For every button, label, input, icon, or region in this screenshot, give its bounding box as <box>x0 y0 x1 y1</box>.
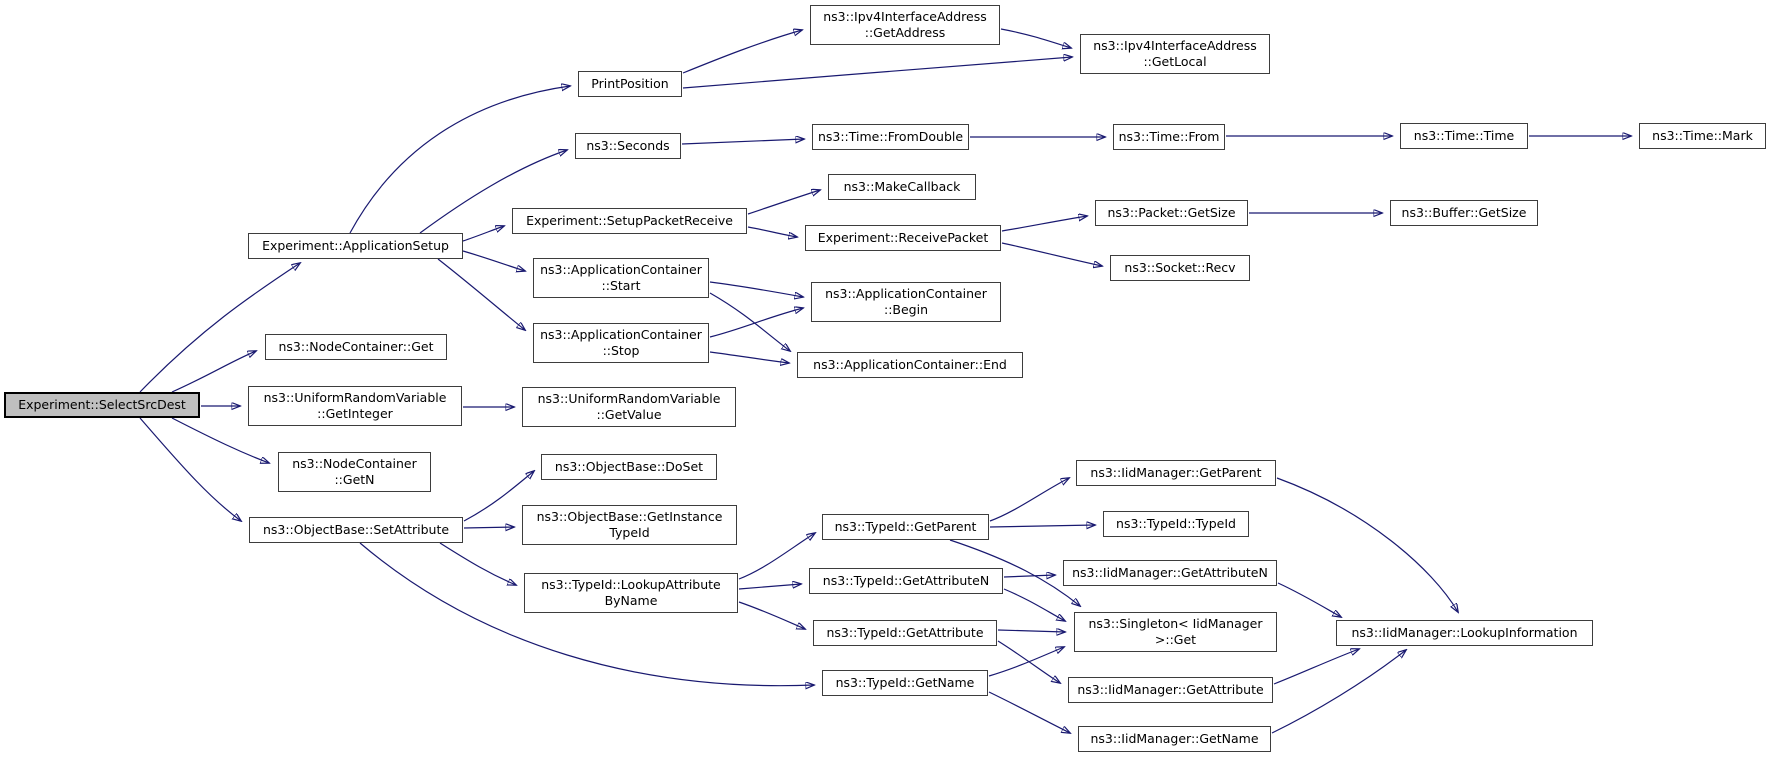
edge-receive-packet-socket-recv <box>1001 242 1102 266</box>
node-experiment-setup-packet-receive[interactable]: Experiment::SetupPacketReceive <box>512 208 747 234</box>
edge-application-setup-application-container-start <box>462 250 525 271</box>
node-uniform-random-variable-get-integer[interactable]: ns3::UniformRandomVariable ::GetInteger <box>248 386 462 426</box>
node-seconds[interactable]: ns3::Seconds <box>575 133 681 159</box>
node-object-base-set-attribute[interactable]: ns3::ObjectBase::SetAttribute <box>249 517 463 543</box>
node-experiment-application-setup[interactable]: Experiment::ApplicationSetup <box>248 233 463 259</box>
node-singleton-iid-manager-get[interactable]: ns3::Singleton< IidManager >::Get <box>1074 612 1277 652</box>
edge-seconds-time-from-double <box>681 139 804 145</box>
node-type-id-get-name[interactable]: ns3::TypeId::GetName <box>822 670 988 696</box>
edge-type-id-lookup-attribute-by-name-type-id-get-parent <box>738 533 815 580</box>
node-socket-recv[interactable]: ns3::Socket::Recv <box>1110 255 1250 281</box>
node-node-container-get[interactable]: ns3::NodeContainer::Get <box>265 334 447 360</box>
edge-type-id-get-attribute-singleton-iid-manager-get <box>997 630 1065 632</box>
edge-application-setup-seconds <box>419 150 567 234</box>
node-object-base-do-set[interactable]: ns3::ObjectBase::DoSet <box>541 454 717 480</box>
edge-type-id-get-attribute-n-iid-manager-get-attribute-n <box>1003 575 1055 577</box>
edge-application-container-stop-application-container-end <box>709 351 789 363</box>
node-experiment-select-src-dest[interactable]: Experiment::SelectSrcDest <box>4 392 200 418</box>
edge-select-src-dest-node-container-get-n <box>171 417 269 463</box>
edge-iid-manager-get-attribute-n-iid-manager-lookup-information <box>1277 582 1341 617</box>
edge-receive-packet-packet-get-size <box>1001 216 1087 232</box>
node-type-id-get-attribute-n[interactable]: ns3::TypeId::GetAttributeN <box>809 568 1003 594</box>
edge-print-position-ipv4-interface-address-get-address <box>682 30 802 74</box>
node-buffer-get-size[interactable]: ns3::Buffer::GetSize <box>1390 200 1538 226</box>
node-uniform-random-variable-get-value[interactable]: ns3::UniformRandomVariable ::GetValue <box>522 387 736 427</box>
node-time-mark[interactable]: ns3::Time::Mark <box>1639 123 1766 149</box>
edge-setup-packet-receive-make-callback <box>747 190 820 215</box>
node-time-time[interactable]: ns3::Time::Time <box>1400 123 1528 149</box>
edge-type-id-get-attribute-n-singleton-iid-manager-get <box>1003 588 1065 621</box>
node-packet-get-size[interactable]: ns3::Packet::GetSize <box>1095 200 1248 226</box>
edge-application-setup-setup-packet-receive <box>462 226 504 242</box>
edge-iid-manager-get-name-iid-manager-lookup-information <box>1271 650 1406 734</box>
edge-setup-packet-receive-receive-packet <box>747 226 797 237</box>
node-application-container-stop[interactable]: ns3::ApplicationContainer ::Stop <box>533 323 709 363</box>
edge-type-id-get-parent-singleton-iid-manager-get <box>949 539 1080 606</box>
edge-type-id-lookup-attribute-by-name-type-id-get-attribute <box>738 601 805 629</box>
edge-application-container-start-application-container-begin <box>709 281 803 297</box>
node-type-id-type-id[interactable]: ns3::TypeId::TypeId <box>1103 511 1249 537</box>
node-iid-manager-get-attribute-n[interactable]: ns3::IidManager::GetAttributeN <box>1063 560 1277 586</box>
edge-type-id-get-name-singleton-iid-manager-get <box>988 647 1064 677</box>
node-time-from-double[interactable]: ns3::Time::FromDouble <box>812 124 969 150</box>
node-time-from[interactable]: ns3::Time::From <box>1113 124 1225 150</box>
node-make-callback[interactable]: ns3::MakeCallback <box>828 174 976 200</box>
edge-ipv4-interface-address-get-address-ipv4-interface-address-get-local <box>1000 28 1071 48</box>
edge-application-setup-application-container-stop <box>437 258 525 330</box>
edge-type-id-get-name-iid-manager-get-name <box>988 691 1070 733</box>
edge-type-id-get-attribute-iid-manager-get-attribute <box>997 640 1060 683</box>
node-type-id-get-parent[interactable]: ns3::TypeId::GetParent <box>822 514 989 540</box>
edge-type-id-lookup-attribute-by-name-type-id-get-attribute-n <box>738 584 801 590</box>
node-application-container-start[interactable]: ns3::ApplicationContainer ::Start <box>533 258 709 298</box>
node-iid-manager-get-attribute[interactable]: ns3::IidManager::GetAttribute <box>1068 677 1273 703</box>
edge-type-id-get-parent-type-id-type-id <box>989 525 1095 527</box>
edge-application-container-start-application-container-end <box>709 292 790 351</box>
node-object-base-get-instance-type-id[interactable]: ns3::ObjectBase::GetInstance TypeId <box>522 505 737 545</box>
edge-iid-manager-get-attribute-iid-manager-lookup-information <box>1273 649 1359 685</box>
edge-application-setup-print-position <box>349 86 570 234</box>
node-node-container-get-n[interactable]: ns3::NodeContainer ::GetN <box>278 452 431 492</box>
node-ipv4-interface-address-get-address[interactable]: ns3::Ipv4InterfaceAddress ::GetAddress <box>810 5 1000 45</box>
edge-object-base-set-attribute-object-base-get-instance-type-id <box>463 527 514 528</box>
node-type-id-get-attribute[interactable]: ns3::TypeId::GetAttribute <box>813 620 997 646</box>
edge-select-src-dest-node-container-get <box>171 351 256 393</box>
node-experiment-receive-packet[interactable]: Experiment::ReceivePacket <box>805 225 1001 251</box>
node-application-container-begin[interactable]: ns3::ApplicationContainer ::Begin <box>811 282 1001 322</box>
edge-object-base-set-attribute-object-base-do-set <box>463 471 534 522</box>
node-iid-manager-lookup-information[interactable]: ns3::IidManager::LookupInformation <box>1336 620 1593 646</box>
node-application-container-end[interactable]: ns3::ApplicationContainer::End <box>797 352 1023 378</box>
edge-print-position-ipv4-interface-address-get-local <box>682 57 1072 89</box>
edge-select-src-dest-application-setup <box>139 263 300 393</box>
edge-type-id-get-parent-iid-manager-get-parent <box>989 478 1069 522</box>
node-iid-manager-get-parent[interactable]: ns3::IidManager::GetParent <box>1076 460 1276 486</box>
node-ipv4-interface-address-get-local[interactable]: ns3::Ipv4InterfaceAddress ::GetLocal <box>1080 34 1270 74</box>
node-type-id-lookup-attribute-by-name[interactable]: ns3::TypeId::LookupAttribute ByName <box>524 573 738 613</box>
edge-iid-manager-get-parent-iid-manager-lookup-information <box>1276 477 1458 612</box>
node-iid-manager-get-name[interactable]: ns3::IidManager::GetName <box>1078 726 1271 752</box>
edge-object-base-set-attribute-type-id-get-name <box>359 542 814 686</box>
edge-select-src-dest-object-base-set-attribute <box>139 417 241 521</box>
edge-object-base-set-attribute-type-id-lookup-attribute-by-name <box>439 542 516 585</box>
edge-application-container-stop-application-container-begin <box>709 308 803 338</box>
node-print-position[interactable]: PrintPosition <box>578 71 682 97</box>
